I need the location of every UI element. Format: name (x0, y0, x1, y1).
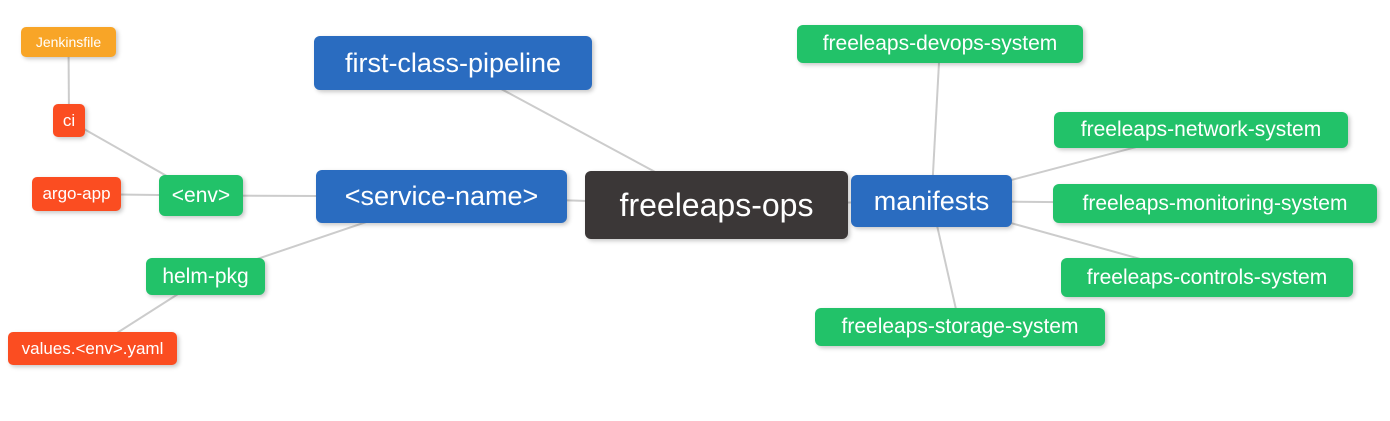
node-jenkinsfile[interactable]: Jenkinsfile (21, 27, 116, 57)
node-freeleaps-monitoring-system[interactable]: freeleaps-monitoring-system (1053, 184, 1377, 223)
node-freeleaps-storage-system[interactable]: freeleaps-storage-system (815, 308, 1105, 346)
node-service-name[interactable]: <service-name> (316, 170, 567, 223)
node-freeleaps-devops-system[interactable]: freeleaps-devops-system (797, 25, 1083, 63)
node-freeleaps-ops[interactable]: freeleaps-ops (585, 171, 848, 239)
node-ci[interactable]: ci (53, 104, 85, 137)
node-helm-pkg[interactable]: helm-pkg (146, 258, 265, 295)
node-values-env-yaml[interactable]: values.<env>.yaml (8, 332, 177, 365)
node-freeleaps-network-system[interactable]: freeleaps-network-system (1054, 112, 1348, 148)
node-first-class-pipeline[interactable]: first-class-pipeline (314, 36, 592, 90)
node-manifests[interactable]: manifests (851, 175, 1012, 227)
node-freeleaps-controls-system[interactable]: freeleaps-controls-system (1061, 258, 1353, 297)
edge-manifests-devops-system (930, 43, 941, 202)
node-env[interactable]: <env> (159, 175, 243, 216)
node-argo-app[interactable]: argo-app (32, 177, 121, 211)
